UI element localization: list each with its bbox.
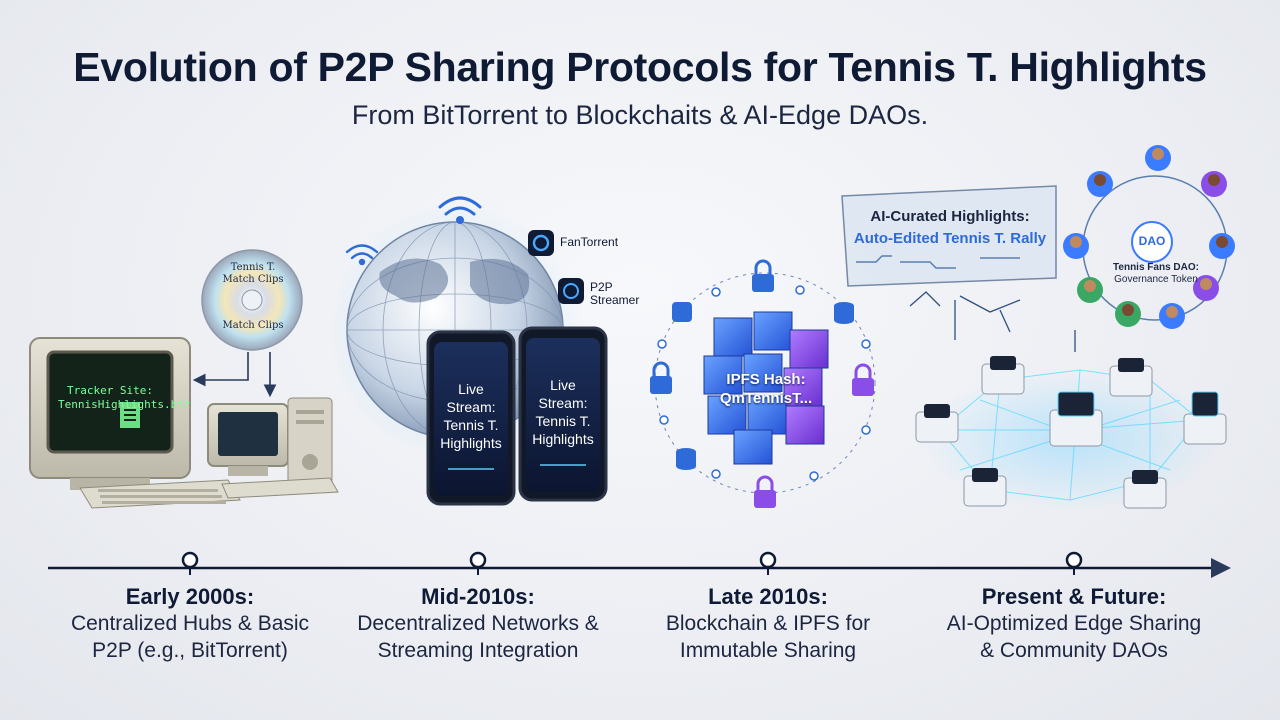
timeline [48,551,1231,578]
timeline-marker-early-2000s [181,551,199,569]
tracker-site-title: Tracker Site: [66,384,154,397]
fantorrent-app-label: FanTorrent [560,235,619,249]
dao-caption: Tennis Fans DAO: Governance Token [1104,262,1208,286]
timeline-marker-late-2010s [759,551,777,569]
disc-label-top: Tennis T. Match Clips [222,262,284,285]
disc-label-bottom: Match Clips [222,320,284,331]
ipfs-hash-text: IPFS Hash: QmTennisT... [704,370,828,408]
ai-banner-line1: AI-Curated Highlights: [870,208,1030,225]
dao-member-avatar [1063,145,1235,329]
tracker-site-screen-text: Tracker Site: TennisHighlights.biz [58,384,190,412]
era-heading: Mid-2010s: [421,584,535,609]
page-title: Evolution of P2P Sharing Protocols for T… [73,44,1207,90]
era-heading: Early 2000s: [125,584,255,609]
fantorrent-app-icon [528,230,554,256]
dao-caption-subtitle: Governance Token [1114,274,1198,285]
database-icon [676,302,854,470]
phone-1-stream-text: Live Stream: Tennis T. Highlights [440,381,502,451]
ai-banner-line2: Auto-Edited Tennis T. Rally [853,230,1047,247]
era-description: Blockchain & IPFS for Immutable Sharing [665,612,871,662]
edge-server-node [915,356,1227,509]
ipfs-hash-value: QmTennisT... [719,390,813,407]
p2p-streamer-app-label: P2P Streamer [590,280,640,307]
globe-phones-illustration [327,196,608,506]
timeline-marker-mid-2010s [469,551,487,569]
retro-computer-illustration [29,249,339,509]
ai-curated-banner-text: AI-Curated Highlights: Auto-Edited Tenni… [848,206,1052,250]
wifi-icon [438,196,482,224]
padlock-icon [752,259,774,292]
phone-2-stream-text: Live Stream: Tennis T. Highlights [532,377,594,447]
era-description: Decentralized Networks & Streaming Integ… [357,612,599,662]
era-label-present-future: Present & Future: AI-Optimized Edge Shar… [924,583,1224,664]
era-description: AI-Optimized Edge Sharing & Community DA… [946,612,1202,662]
dao-caption-title: Tennis Fans DAO: [1113,262,1199,273]
dao-badge-text: DAO [1138,234,1166,248]
era-heading: Present & Future: [981,584,1167,609]
era-label-mid-2010s: Mid-2010s: Decentralized Networks & Stre… [328,583,628,664]
p2p-streamer-app-icon [558,278,584,304]
era-description: Centralized Hubs & Basic P2P (e.g., BitT… [70,612,310,662]
era-label-late-2010s: Late 2010s: Blockchain & IPFS for Immuta… [618,583,918,664]
ipfs-hash-label: IPFS Hash: [726,371,806,388]
timeline-marker-present [1065,551,1083,569]
ai-edge-dao-illustration [841,145,1235,510]
ipfs-blockchain-illustration [650,259,876,508]
era-label-early-2000s: Early 2000s: Centralized Hubs & Basic P2… [40,583,340,664]
page-subtitle: From BitTorrent to Blockchaits & AI-Edge… [351,100,929,130]
tracker-site-url: TennisHighlights.biz [58,398,191,411]
era-heading: Late 2010s: [708,584,828,609]
